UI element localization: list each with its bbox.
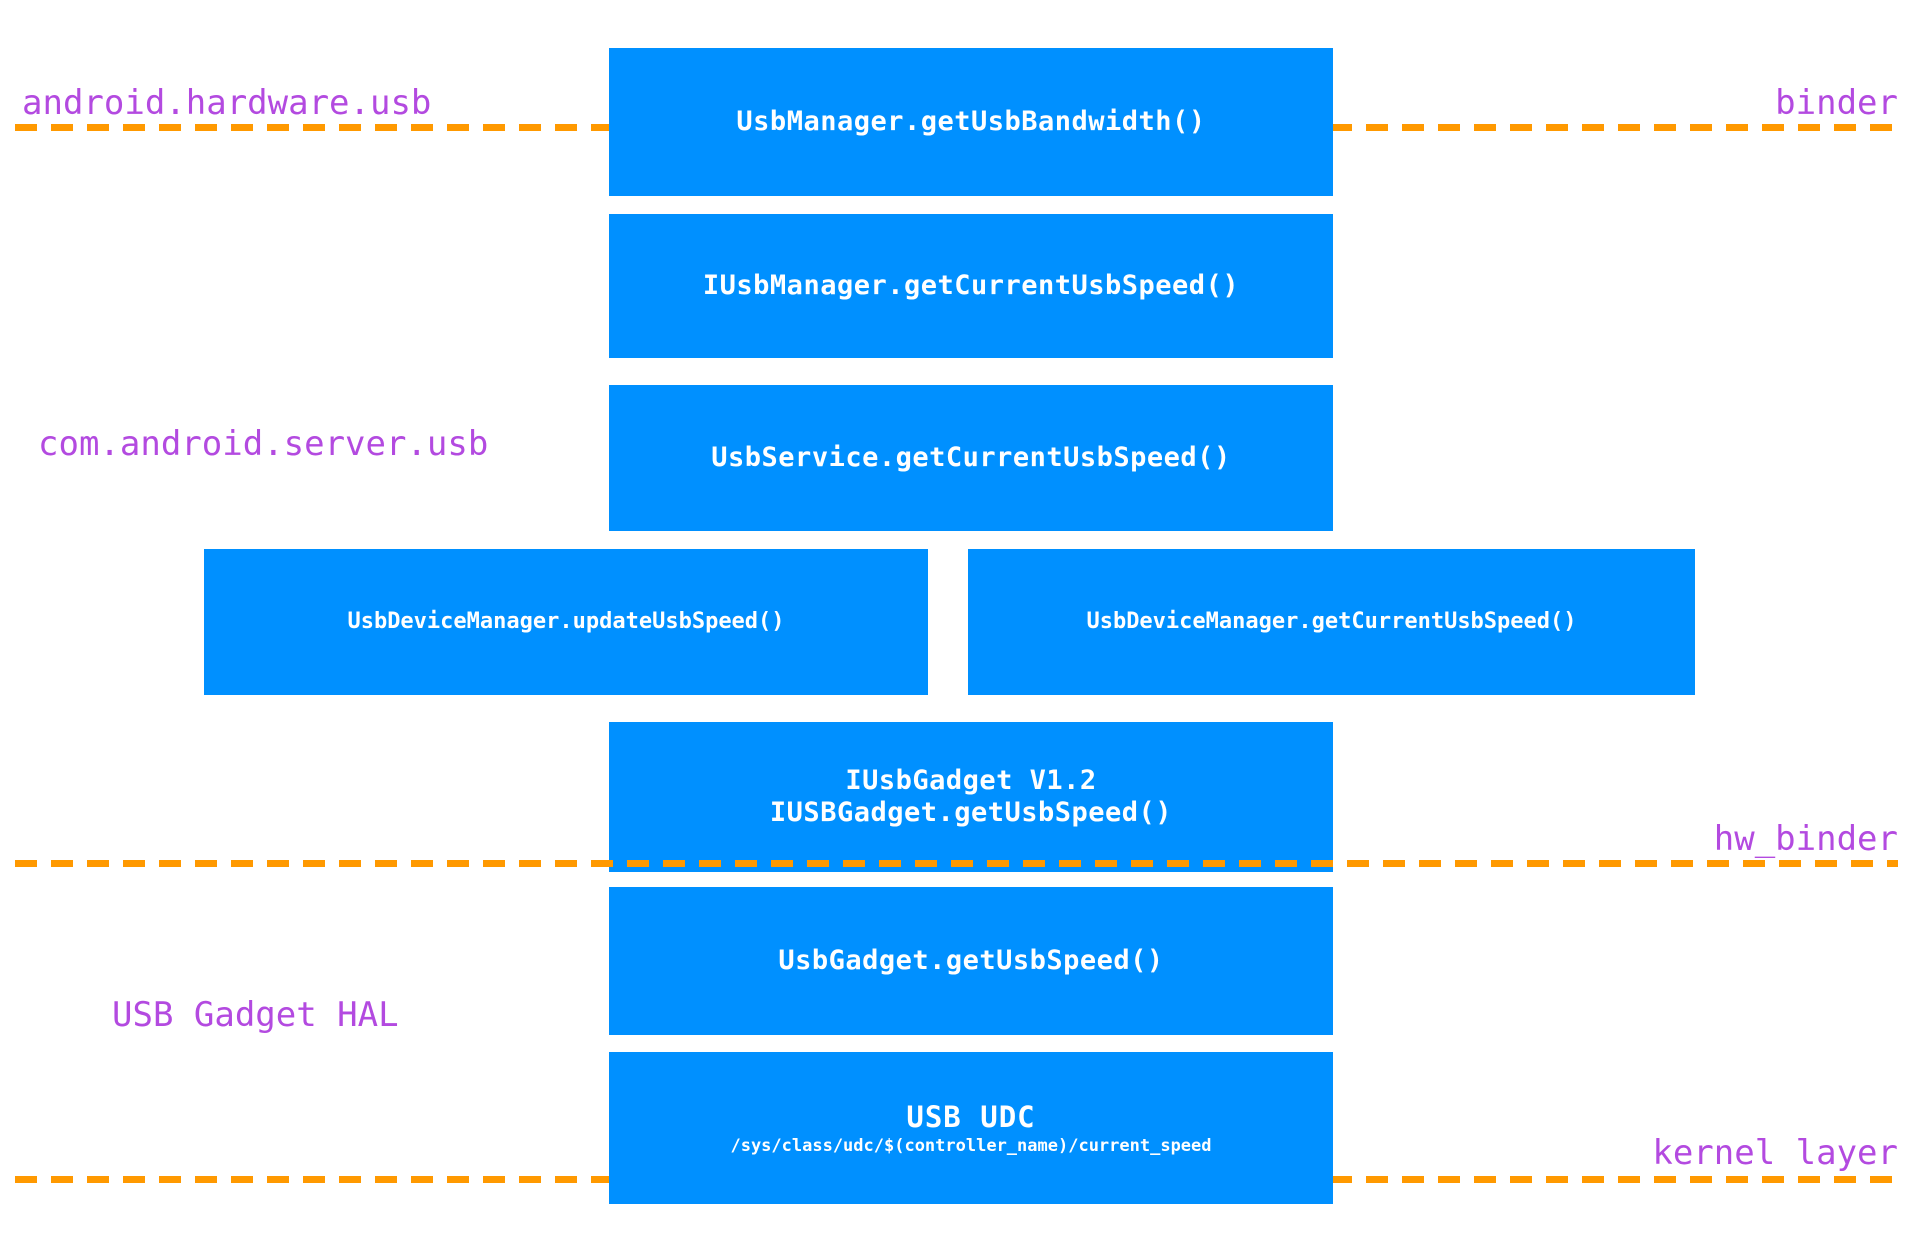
box-label: UsbDeviceManager.getCurrentUsbSpeed() xyxy=(1086,609,1577,635)
box-label: UsbGadget.getUsbSpeed() xyxy=(778,945,1164,977)
layer-label-usb-gadget-hal: USB Gadget HAL xyxy=(112,995,399,1035)
box-usb-service-get-current-usb-speed[interactable]: UsbService.getCurrentUsbSpeed() xyxy=(609,385,1333,531)
box-iusb-manager-get-current-usb-speed[interactable]: IUsbManager.getCurrentUsbSpeed() xyxy=(609,214,1333,358)
box-label: UsbManager.getUsbBandwidth() xyxy=(736,106,1206,138)
divider-kernel-layer-left xyxy=(15,1176,611,1183)
box-usb-manager-get-usb-bandwidth[interactable]: UsbManager.getUsbBandwidth() xyxy=(609,48,1333,196)
layer-label-binder: binder xyxy=(1775,83,1898,123)
divider-kernel-layer-right xyxy=(1330,1176,1898,1183)
box-label-line2: IUSBGadget.getUsbSpeed() xyxy=(769,797,1173,828)
layer-label-com-android-server-usb: com.android.server.usb xyxy=(38,424,489,464)
divider-binder-right xyxy=(1330,124,1898,131)
layer-label-kernel-layer: kernel layer xyxy=(1652,1133,1898,1173)
box-label: UsbService.getCurrentUsbSpeed() xyxy=(711,442,1231,474)
box-usb-udc[interactable]: USB UDC /sys/class/udc/$(controller_name… xyxy=(609,1052,1333,1204)
box-usb-gadget-get-usb-speed[interactable]: UsbGadget.getUsbSpeed() xyxy=(609,887,1333,1035)
box-label: IUsbManager.getCurrentUsbSpeed() xyxy=(702,270,1240,302)
box-usb-device-manager-update-usb-speed[interactable]: UsbDeviceManager.updateUsbSpeed() xyxy=(204,549,928,695)
divider-binder-left xyxy=(15,124,611,131)
box-label-path: /sys/class/udc/$(controller_name)/curren… xyxy=(730,1136,1212,1157)
box-usb-device-manager-get-current-usb-speed[interactable]: UsbDeviceManager.getCurrentUsbSpeed() xyxy=(968,549,1695,695)
box-label: UsbDeviceManager.updateUsbSpeed() xyxy=(347,609,785,635)
layer-label-android-hardware-usb: android.hardware.usb xyxy=(22,83,432,123)
divider-hw-binder xyxy=(15,860,1898,867)
box-label-line1: IUsbGadget V1.2 xyxy=(845,765,1097,797)
box-label-title: USB UDC xyxy=(906,1099,1036,1134)
layer-label-hw-binder: hw_binder xyxy=(1713,819,1898,859)
box-iusb-gadget[interactable]: IUsbGadget V1.2 IUSBGadget.getUsbSpeed() xyxy=(609,722,1333,872)
